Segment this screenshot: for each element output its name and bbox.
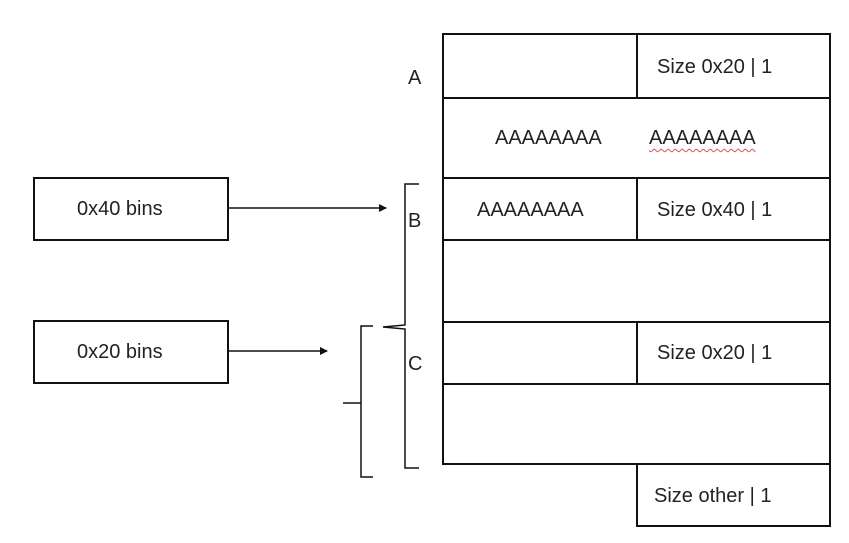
brace-chunk-c: [343, 325, 373, 478]
heap-row-2-data-left: AAAAAAAA: [495, 127, 602, 149]
chunk-label-b: B: [408, 210, 422, 232]
bin-0x20-label: 0x20 bins: [77, 341, 163, 363]
bin-0x40-box: [33, 177, 229, 241]
heap-row-4: [442, 239, 831, 323]
chunk-label-a: A: [408, 67, 422, 89]
heap-row-3-size-label: Size 0x40 | 1: [657, 199, 773, 221]
heap-row-5-size: [636, 321, 831, 385]
heap-row-7-size: [636, 463, 831, 527]
heap-row-7-size-label: Size other | 1: [654, 485, 772, 507]
heap-row-1-size: [636, 33, 831, 99]
heap-row-1-size-label: Size 0x20 | 1: [657, 56, 773, 78]
heap-row-5-size-label: Size 0x20 | 1: [657, 342, 773, 364]
heap-row-1-left: [442, 33, 638, 99]
heap-row-3-data: AAAAAAAA: [477, 199, 584, 221]
heap-row-6: [442, 383, 831, 465]
bin-0x20-box: [33, 320, 229, 384]
bin-0x40-label: 0x40 bins: [77, 198, 163, 220]
brace-chunk-b: [382, 183, 419, 469]
chunk-label-c: C: [408, 353, 423, 375]
heap-row-2: [442, 97, 831, 179]
heap-row-2-data-right: AAAAAAAA: [649, 127, 756, 149]
